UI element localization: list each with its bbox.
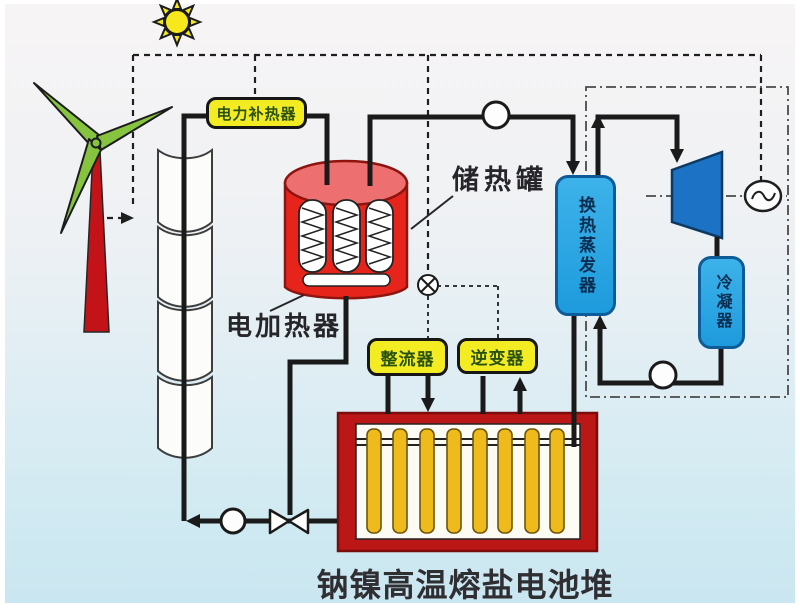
heat-storage-tank-annotation: 储热罐	[452, 165, 548, 196]
sun-icon	[151, 0, 203, 48]
electric-bus-dashed-lines	[107, 53, 763, 274]
inverter-label: 逆变器	[457, 338, 538, 374]
molten-salt-battery-stack	[336, 411, 599, 553]
power-booster-heater-text: 电力补热器	[216, 105, 297, 123]
power-block-boundary	[585, 86, 789, 398]
inverter-text: 逆变器	[470, 348, 525, 368]
battery-stack-title: 钠镍高温熔盐电池堆	[316, 566, 614, 604]
bowtie-valve	[268, 508, 310, 535]
heater-coils	[298, 199, 394, 287]
flow-arrows	[186, 114, 684, 528]
rectifier-text: 整流器	[380, 349, 435, 369]
evaporator-text: 换热蒸发器	[576, 195, 595, 296]
pump-top	[481, 100, 511, 130]
control-dashed-lines	[427, 285, 499, 338]
steam-turbine	[670, 150, 724, 240]
rectifier-label: 整流器	[367, 338, 448, 376]
power-booster-heater-label: 电力补热器	[206, 97, 307, 129]
ac-generator-icon	[743, 179, 783, 213]
condenser-box: 冷凝器	[698, 256, 745, 349]
turbine-hub	[90, 137, 102, 149]
electric-heater-annotation: 电加热器	[226, 312, 343, 342]
wind-turbine-icon	[33, 82, 173, 333]
tank-top	[283, 159, 409, 207]
wind-power-arrow	[121, 212, 134, 224]
pump-bottom	[219, 507, 247, 535]
battery-cells	[366, 428, 565, 534]
condenser-text: 冷凝器	[713, 274, 731, 331]
annotation-pointers	[269, 195, 454, 312]
circle-x-valve	[417, 274, 439, 296]
heat-storage-tank	[283, 159, 409, 300]
pump-condensate	[648, 360, 678, 390]
evaporator-box: 换热蒸发器	[555, 175, 616, 316]
ac-wave-symbol	[751, 190, 776, 202]
